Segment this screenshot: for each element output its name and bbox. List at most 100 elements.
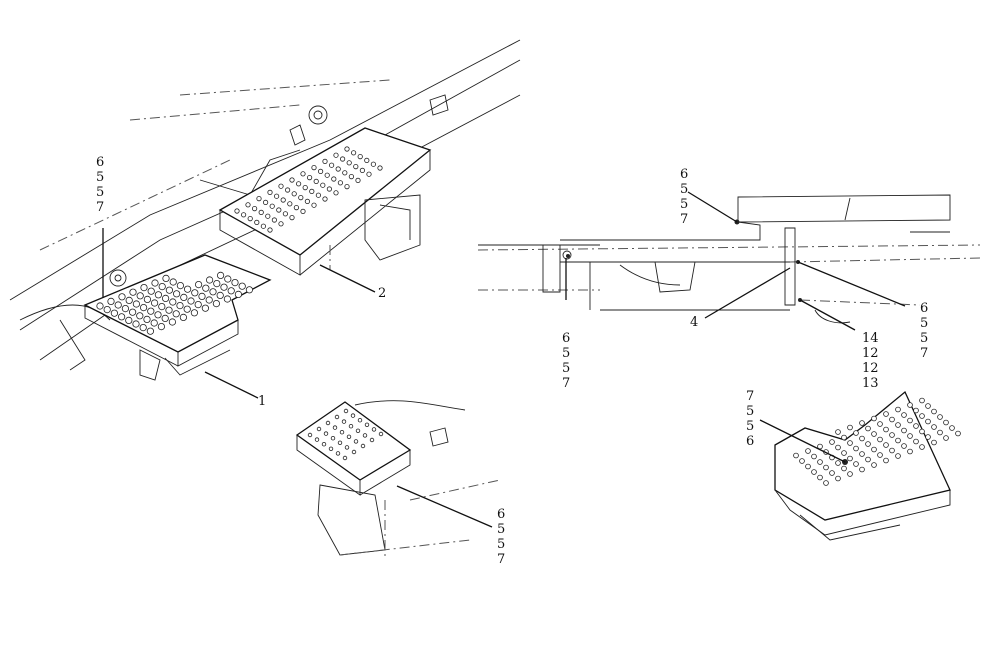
perforation-hole [901,412,907,418]
perforation-hole [805,463,811,470]
perforation-hole [342,455,348,461]
perforation-hole [328,446,334,451]
perforation-hole [143,295,151,303]
upper-step-plate [218,127,432,276]
perforation-hole [147,307,155,315]
perforation-hole [344,184,350,190]
perforation-hole [161,314,169,322]
perforation-hole [209,288,217,296]
perforation-hole [220,283,228,291]
perforation-hole [129,308,137,316]
perforation-hole [265,213,271,219]
perforation-hole [357,418,363,423]
perforation-hole [919,413,925,419]
perforation-hole [871,415,877,422]
perforation-hole [280,197,286,203]
perforation-hole [835,444,841,451]
perforation-hole [205,296,213,304]
perforation-hole [853,461,859,467]
perforation-hole [348,424,354,429]
perforation-hole [835,429,841,435]
perforation-hole [931,439,937,446]
perforation-hole [293,205,299,211]
perforation-hole [907,417,913,424]
callout-right-low-stack-2: 12 [862,346,879,361]
perforation-hole [325,420,331,426]
perforation-hole [333,190,339,196]
lower-step-holes [96,271,253,335]
perforation-hole [344,445,350,450]
perforation-hole [853,445,859,452]
perforation-hole [366,171,372,177]
perforation-hole [132,300,140,308]
perforation-hole [287,201,293,207]
perforation-hole [103,305,111,314]
perforation-hole [169,278,177,286]
perforation-hole [949,425,955,431]
perforation-hole [258,209,264,215]
perforation-hole [344,146,350,152]
perforation-hole [150,319,158,327]
perforation-hole [859,420,865,426]
perforation-hole [937,414,943,420]
perforation-hole [847,455,853,462]
perforation-hole [339,156,346,162]
perforation-hole [805,448,811,454]
perforation-hole [871,431,877,437]
perforation-hole [865,425,871,432]
perforation-hole [337,180,343,186]
perforation-hole [901,427,907,434]
perforation-hole [883,411,889,417]
perforation-hole [316,426,322,432]
perforation-hole [907,448,913,455]
perforation-hole [267,227,273,233]
callout-right-mid-stack-1: 6 [920,301,928,316]
perforation-hole [883,426,889,433]
perforation-hole [190,309,198,317]
perforation-hole [146,327,154,335]
callout-right-low-stack-3: 12 [862,361,879,376]
detail-step-holes [307,408,384,461]
perforation-hole [271,217,277,223]
perforation-hole [217,271,225,279]
perforation-hole [823,480,829,486]
right-detail-holes [793,397,961,486]
perforation-hole [278,221,284,227]
perforation-hole [284,187,291,193]
perforation-hole [227,287,235,295]
perforation-hole [234,290,242,298]
perforation-hole [371,427,377,432]
perforation-hole [883,442,889,448]
perforation-hole [322,158,328,164]
perforation-hole [140,303,148,312]
perforation-hole [919,397,925,404]
perforation-hole [931,424,937,430]
perforation-hole [889,447,895,454]
perforation-hole [847,424,853,431]
perforation-hole [107,297,115,305]
perforation-hole [165,306,173,314]
perforation-hole [154,291,162,299]
perforation-hole [895,422,901,428]
perforation-hole [799,458,805,464]
perforation-hole [289,215,295,221]
callout-right-mid-stack-4: 7 [920,346,928,361]
perforation-hole [328,162,335,168]
step-bracket-detail [295,400,501,560]
perforation-hole [198,292,206,300]
perforation-hole [276,207,282,213]
perforation-hole [311,202,317,208]
perforation-hole [96,302,104,310]
upper-step-holes [234,146,383,233]
perforation-hole [295,181,302,187]
callout-right-mid-stack-2: 5 [920,316,928,331]
callout-item-1: 1 [258,394,266,409]
perforation-hole [339,430,345,435]
perforation-hole [333,152,339,158]
perforation-hole [118,313,126,321]
perforation-hole [172,310,180,318]
perforation-hole [350,150,357,156]
perforation-hole [353,164,359,170]
perforation-hole [314,437,320,442]
perforation-hole [847,471,853,477]
